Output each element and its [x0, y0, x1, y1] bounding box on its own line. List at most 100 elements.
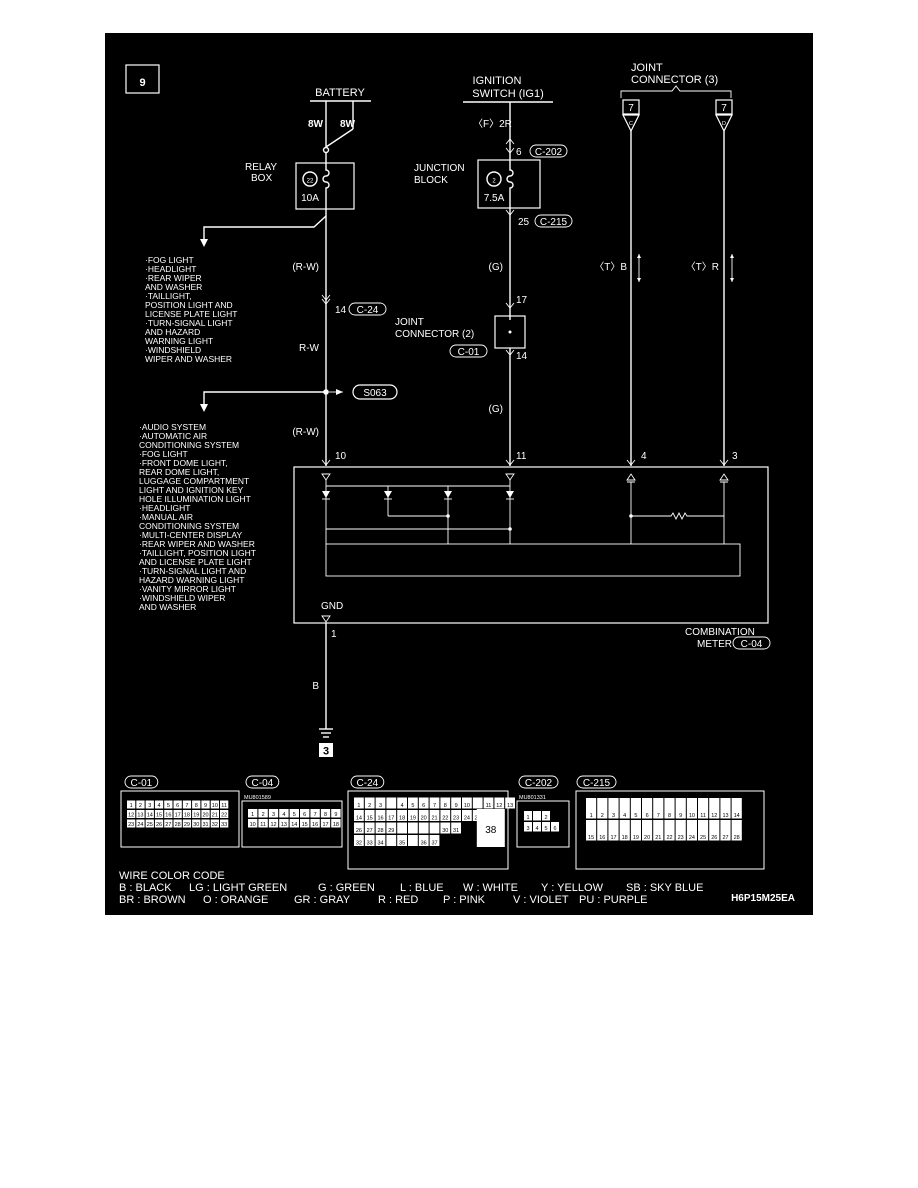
- svg-text:WIPER AND WASHER: WIPER AND WASHER: [145, 354, 232, 364]
- jb-pin-bottom: 25: [518, 217, 530, 228]
- connector-pin: 17: [175, 813, 181, 819]
- svg-text:C-04: C-04: [741, 639, 763, 650]
- jc3-label-2: CONNECTOR (3): [631, 74, 718, 86]
- connector-pin-cell: [542, 811, 550, 821]
- connector-pin-cell: [320, 809, 331, 818]
- connector-pin: 1: [526, 815, 529, 821]
- jc2-pin-top: 17: [516, 295, 528, 306]
- svg-text:C-202: C-202: [535, 147, 563, 158]
- connector-pin-cell: [619, 798, 630, 819]
- connector-pin: 21: [431, 816, 437, 822]
- connector-pin-cell: [630, 798, 641, 819]
- wiring-diagram: 9 BATTERY 8W 8W RELAY BOX 22 10A ·FOG LI…: [105, 33, 813, 915]
- relay-fuse-badge: [302, 171, 318, 187]
- connector-pin-cell: [686, 820, 697, 841]
- connector-pin-cell: [551, 822, 559, 832]
- connector-pin-cell: [386, 797, 397, 809]
- connector-label-badge: [350, 775, 385, 789]
- connector-pin: 3: [379, 803, 382, 809]
- svg-text:C: C: [629, 121, 633, 127]
- connector-pin-cell: [731, 798, 742, 819]
- signal-direction-icon: [637, 254, 734, 282]
- connector-pin-cell: [375, 822, 386, 834]
- connector-pin-cell: [709, 820, 720, 841]
- connector-pin: 18: [333, 822, 339, 828]
- relay-fuse-amp: 10A: [301, 193, 319, 204]
- connector-pin-cell: [642, 820, 653, 841]
- jb-conn-bottom-badge: [534, 214, 573, 228]
- connector-housing: [120, 790, 240, 848]
- connector-pin-cell: [173, 800, 182, 809]
- connector-pin: 4: [623, 813, 626, 819]
- connector-pin-cell: [440, 797, 451, 809]
- connector-pin: 5: [411, 803, 414, 809]
- connector-pin-cell: [364, 810, 375, 821]
- svg-text:WARNING LIGHT: WARNING LIGHT: [145, 336, 213, 346]
- svg-text:AND WASHER: AND WASHER: [139, 602, 196, 612]
- svg-text:PU : PURPLE: PU : PURPLE: [579, 894, 647, 906]
- connector-pin-cell: [248, 809, 258, 818]
- connector-pin: 26: [156, 822, 162, 828]
- ground-ref-box: [319, 743, 333, 757]
- ignition-label-1: IGNITION: [473, 75, 522, 87]
- connector-pin-cell: [173, 810, 182, 818]
- connector-pin-cell: [386, 835, 397, 846]
- wire-color-code-title: WIRE COLOR CODE: [119, 870, 225, 882]
- svg-text:LICENSE PLATE LIGHT: LICENSE PLATE LIGHT: [145, 309, 237, 319]
- connector-pin: 5: [544, 826, 547, 832]
- connector-pin: 27: [722, 835, 728, 841]
- connector-pin-cell: [310, 819, 320, 828]
- svg-text:·WINDSHIELD WIPER: ·WINDSHIELD WIPER: [139, 593, 225, 603]
- connector-pin: 14: [147, 813, 153, 819]
- connector-pin-cell: [164, 819, 173, 828]
- svg-text:R : RED: R : RED: [378, 894, 418, 906]
- relay-box-label-2: BOX: [251, 173, 272, 184]
- combination-meter-label-1: COMBINATION: [685, 627, 755, 638]
- connector-pin-cell: [258, 809, 268, 818]
- connector-pin-cell: [248, 819, 258, 828]
- connector-label-badge: [245, 775, 280, 789]
- connector-pin: 19: [193, 813, 199, 819]
- connector-housing: [241, 800, 343, 848]
- meter-pin-11: 11: [516, 451, 527, 462]
- connector-pin-cell: [201, 800, 210, 809]
- connector-pin: 8: [444, 803, 447, 809]
- connector-label-badge: [518, 775, 559, 789]
- combination-meter-label-2: METER: [697, 639, 732, 650]
- connector-pin-cell: [542, 822, 550, 832]
- connector-pin: 33: [367, 841, 373, 847]
- connector-pin-cell: [154, 810, 164, 818]
- connector-pin: 17: [322, 822, 328, 828]
- svg-text:7: 7: [628, 103, 634, 114]
- connector-pin-cell: [597, 798, 608, 819]
- connector-pin: 2: [139, 803, 142, 809]
- figure-number: 9: [139, 77, 145, 89]
- connector-pin: 11: [486, 803, 492, 809]
- connector-pin-cell: [630, 820, 641, 841]
- connector-pin: 2: [601, 813, 604, 819]
- connector-housing: [347, 790, 509, 870]
- connector-part-number: MU801589: [244, 795, 271, 801]
- connector-pin: 16: [599, 835, 605, 841]
- connector-pin-cell: [408, 797, 418, 809]
- connector-pin: 36: [421, 841, 427, 847]
- svg-text:·WINDSHIELD: ·WINDSHIELD: [145, 345, 201, 355]
- connector-pin: 11: [221, 803, 227, 809]
- connector-pin-cell: [289, 809, 299, 818]
- connector-pin-cell: [127, 810, 136, 818]
- connector-pin: 4: [401, 803, 404, 809]
- connector-pin-cell: [586, 820, 597, 841]
- connector-pin: 3: [272, 812, 275, 818]
- svg-text:V : VIOLET: V : VIOLET: [513, 894, 569, 906]
- combination-meter-box: [293, 466, 769, 624]
- connector-pin: 4: [158, 803, 161, 809]
- connector-pin-cell: [608, 820, 619, 841]
- connector-pin: 20: [421, 816, 427, 822]
- connector-pin-cell: [145, 800, 154, 809]
- wire-g-paren-1: (G): [489, 262, 503, 273]
- svg-text:W : WHITE: W : WHITE: [463, 882, 518, 894]
- connector-pin-cell: [608, 798, 619, 819]
